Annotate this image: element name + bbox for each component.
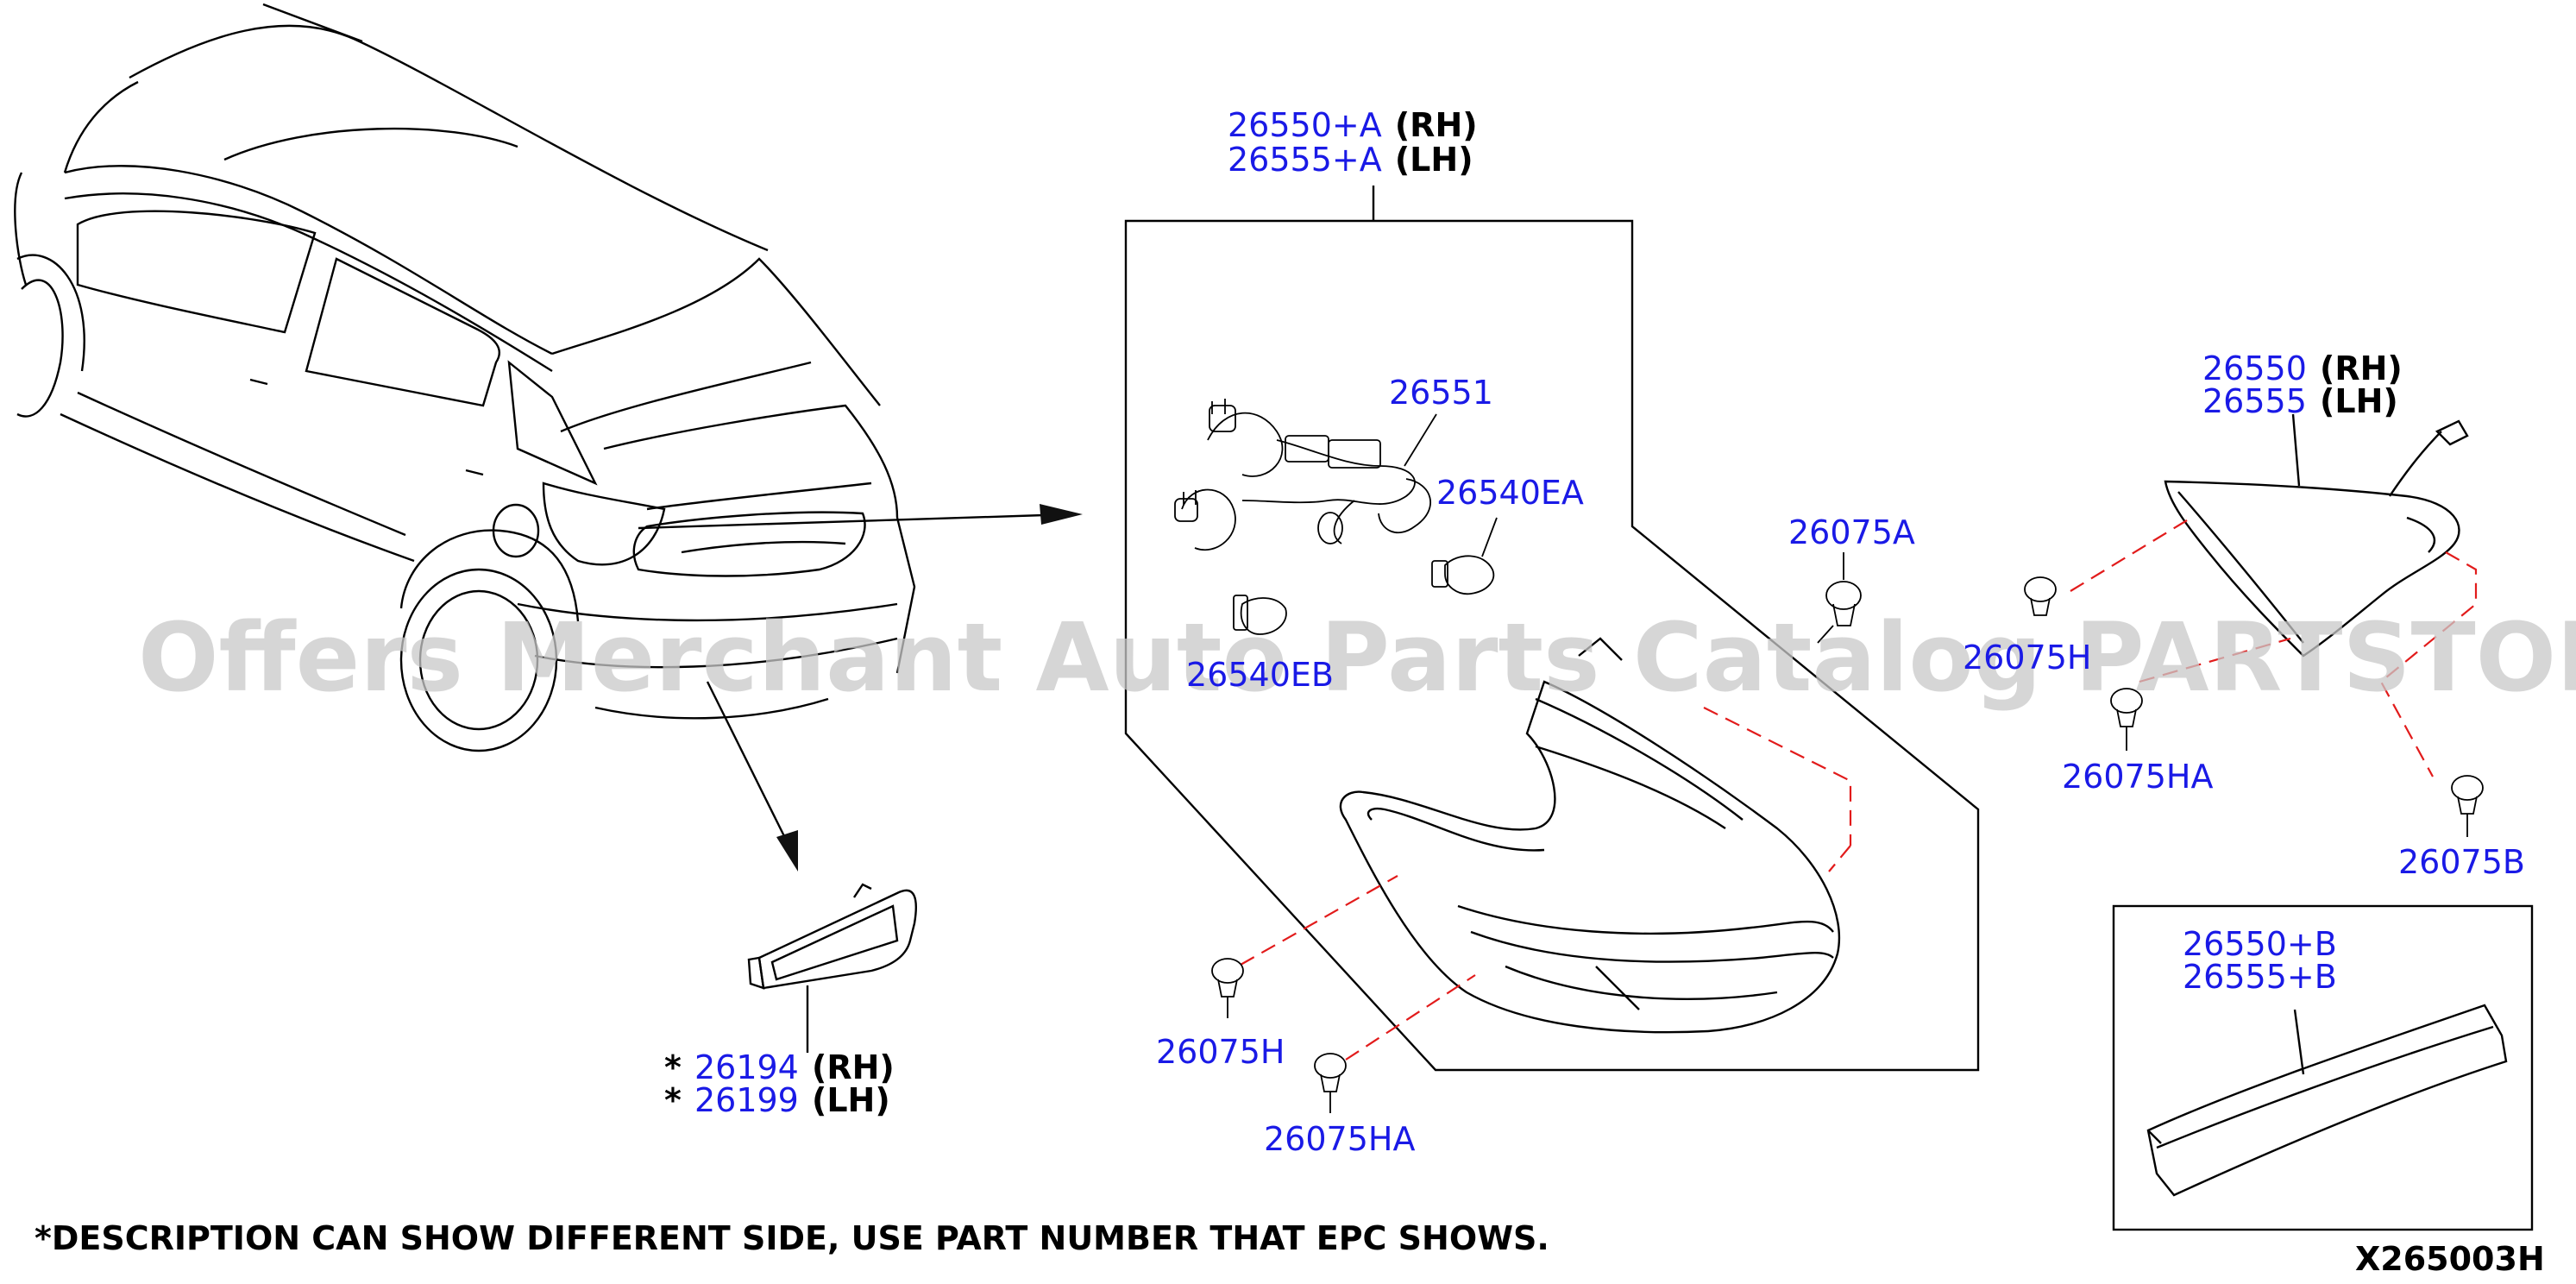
assembly-frame <box>1124 186 1980 1072</box>
side-lh: (LH) <box>1395 141 1473 179</box>
star-marker-lh: * <box>664 1081 682 1119</box>
side-marker-rh: (RH) <box>812 1048 895 1086</box>
star-marker-rh: * <box>664 1048 682 1086</box>
pn-26551: 26551 <box>1389 374 1493 412</box>
pn-26550b: 26550+B <box>2183 925 2337 963</box>
clip-26075ha-right <box>2110 688 2143 751</box>
rear-combination-lamp <box>2164 413 2469 658</box>
label-assy-rh: 26550+A (RH) <box>1228 106 1478 144</box>
side-lamp-rh: (RH) <box>2320 349 2403 387</box>
arrow-to-marker <box>776 830 798 872</box>
side-rh: (RH) <box>1395 106 1478 144</box>
assembly-alignment-lines <box>1240 707 1852 1061</box>
right-alignment-lines <box>2070 517 2478 777</box>
clip-26075h-right <box>2024 576 2057 616</box>
car-arrows <box>638 504 1083 872</box>
arrow-to-assembly <box>1040 504 1083 525</box>
pn-26550: 26550 <box>2202 349 2307 387</box>
pn-26555b: 26555+B <box>2183 958 2337 996</box>
description-note: *DESCRIPTION CAN SHOW DIFFERENT SIDE, US… <box>35 1219 1549 1257</box>
side-lamp-lh: (LH) <box>2320 382 2398 420</box>
pn-26194: 26194 <box>694 1048 799 1086</box>
pn-26550a: 26550+A <box>1228 106 1382 144</box>
pn-26075ha-right: 26075HA <box>2062 758 2213 796</box>
watermark: Offers Merchant Auto Parts Catalog PARTS… <box>138 602 2576 713</box>
labels: 26550+A (RH) 26555+A (LH) 26551 26540EA … <box>35 106 2545 1278</box>
label-marker-rh: * 26194 (RH) <box>664 1048 895 1086</box>
pn-26075ha-left: 26075HA <box>1264 1120 1415 1158</box>
clip-26075ha-left <box>1314 1053 1347 1113</box>
diagram-code: X265003H <box>2355 1240 2545 1278</box>
pn-26555a: 26555+A <box>1228 141 1382 179</box>
pn-26199: 26199 <box>694 1081 799 1119</box>
harness-group <box>1174 399 1498 635</box>
clip-26075b <box>2451 775 2484 837</box>
pn-26075a: 26075A <box>1788 513 1915 551</box>
pn-26555: 26555 <box>2202 382 2307 420</box>
car-illustration <box>14 3 916 752</box>
clip-26075h-left <box>1211 958 1244 1018</box>
pn-26540eb: 26540EB <box>1186 656 1334 694</box>
label-lamp-lh: 26555 (LH) <box>2202 382 2398 420</box>
pn-26540ea: 26540EA <box>1436 474 1584 512</box>
side-marker-lh: (LH) <box>812 1081 890 1119</box>
lens-strip-frame <box>2112 904 2534 1231</box>
pn-26075h-right: 26075H <box>1963 639 2091 677</box>
label-assy-lh: 26555+A (LH) <box>1228 141 1473 179</box>
pn-26075b: 26075B <box>2398 843 2525 881</box>
tail-lamp-lens <box>1339 637 1841 1034</box>
label-lamp-rh: 26550 (RH) <box>2202 349 2403 387</box>
clip-26075a <box>1817 552 1862 644</box>
side-marker-lamp <box>747 883 917 1053</box>
label-marker-lh: * 26199 (LH) <box>664 1081 890 1119</box>
pn-26075h-left: 26075H <box>1156 1033 1285 1071</box>
